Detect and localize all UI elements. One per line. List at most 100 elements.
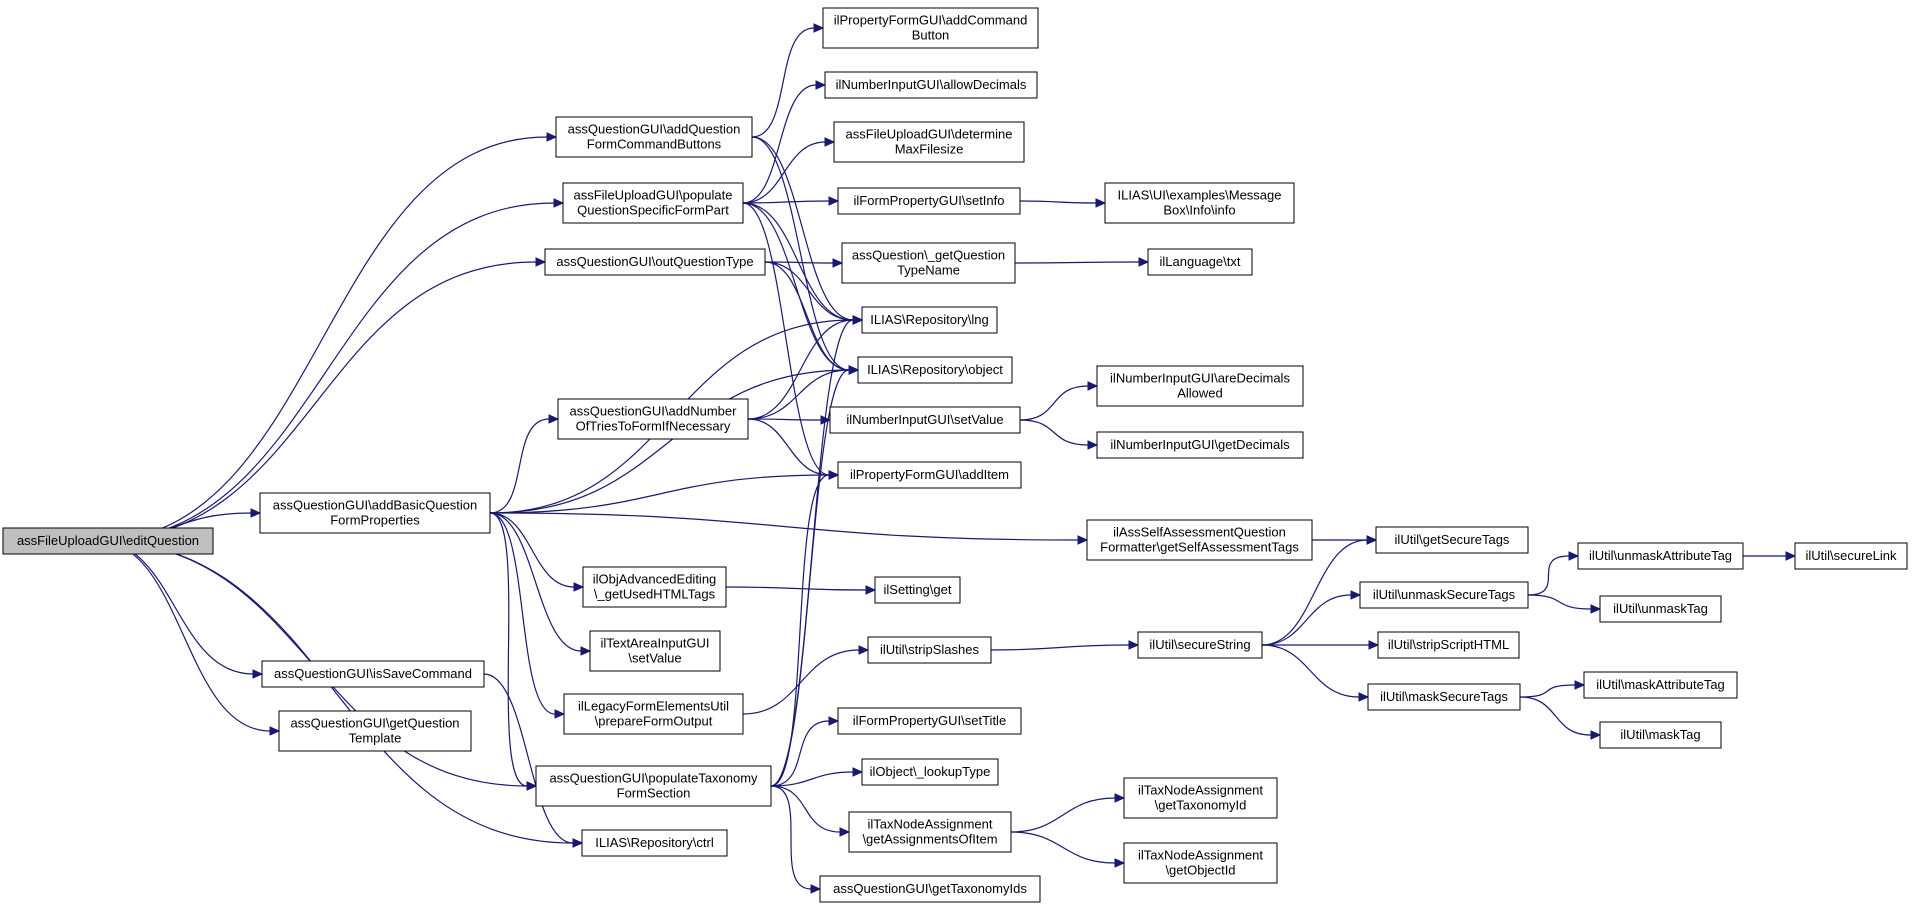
function-node[interactable]: ilNumberInputGUI\setValue <box>829 406 1021 434</box>
node-box <box>1096 431 1304 459</box>
function-node[interactable]: ilSetting\get <box>874 576 961 604</box>
call-edge <box>1261 644 1370 702</box>
call-edge <box>489 512 538 791</box>
node-label: ILIAS\Repository\lng <box>870 312 989 327</box>
function-node[interactable]: ilUtil\unmaskAttributeTag <box>1577 542 1744 570</box>
function-node[interactable]: ilTextAreaInputGUI\setValue <box>589 630 721 672</box>
node-box <box>824 71 1038 99</box>
function-node[interactable]: ilUtil\stripSlashes <box>867 636 992 664</box>
call-edge <box>751 23 825 138</box>
function-node[interactable]: ilObjAdvancedEditing\_getUsedHTMLTags <box>582 566 727 608</box>
node-label: FormCommandButtons <box>587 137 722 152</box>
node-label: ilFormPropertyGUI\setTitle <box>853 713 1006 728</box>
call-edge <box>1019 381 1099 421</box>
node-box <box>1375 526 1529 554</box>
function-node[interactable]: assQuestionGUI\getTaxonomyIds <box>819 875 1041 903</box>
node-label: ilLegacyFormElementsUtil <box>578 699 729 714</box>
function-node[interactable]: ilUtil\unmaskTag <box>1599 595 1722 623</box>
function-node[interactable]: ilUtil\stripScriptHTML <box>1377 631 1520 659</box>
node-label: ilLanguage\txt <box>1160 254 1241 269</box>
node-label: assQuestionGUI\outQuestionType <box>556 254 753 269</box>
function-node[interactable]: assFileUploadGUI\editQuestion <box>2 527 214 555</box>
call-edge <box>742 196 840 206</box>
node-box <box>1086 519 1313 561</box>
node-label: ILIAS\Repository\ctrl <box>595 835 714 850</box>
function-node[interactable]: assQuestionGUI\addNumberOfTriesToFormIfN… <box>557 398 749 440</box>
function-node[interactable]: assQuestionGUI\addBasicQuestionFormPrope… <box>259 492 491 534</box>
node-label: FormSection <box>617 786 691 801</box>
node-box <box>829 406 1021 434</box>
node-box <box>261 660 485 688</box>
node-box <box>837 187 1021 215</box>
function-node[interactable]: ilUtil\maskSecureTags <box>1367 683 1521 711</box>
function-node[interactable]: assQuestionGUI\outQuestionType <box>544 248 766 276</box>
node-box <box>581 829 728 857</box>
function-node[interactable]: ilUtil\secureLink <box>1794 542 1908 570</box>
function-node[interactable]: assFileUploadGUI\populateQuestionSpecifi… <box>562 182 744 224</box>
node-label: \setValue <box>628 651 681 666</box>
node-box <box>857 356 1013 384</box>
function-node[interactable]: ilLanguage\txt <box>1147 248 1253 276</box>
function-node[interactable]: ilFormPropertyGUI\setInfo <box>837 187 1021 215</box>
node-label: Allowed <box>1177 386 1223 401</box>
function-node[interactable]: ilUtil\maskTag <box>1599 721 1722 749</box>
function-node[interactable]: ilObject\_lookupType <box>861 758 999 786</box>
node-box <box>563 693 744 735</box>
node-label: assQuestion\_getQuestion <box>852 248 1005 263</box>
node-box <box>861 306 998 334</box>
node-label: Template <box>349 731 402 746</box>
call-edge <box>1014 257 1150 267</box>
function-node[interactable]: ILIAS\Repository\lng <box>861 306 998 334</box>
node-label: TypeName <box>897 263 960 278</box>
node-box <box>837 461 1022 489</box>
call-edge <box>97 540 281 736</box>
node-label: assFileUploadGUI\populate <box>574 188 733 203</box>
node-box <box>1599 721 1722 749</box>
function-node[interactable]: ILIAS\Repository\ctrl <box>581 829 728 857</box>
function-node[interactable]: ilAssSelfAssessmentQuestionFormatter\get… <box>1086 519 1313 561</box>
function-node[interactable]: ilLegacyFormElementsUtil\prepareFormOutp… <box>563 693 744 735</box>
function-node[interactable]: ilUtil\secureString <box>1137 631 1263 659</box>
call-edge <box>1261 590 1362 646</box>
node-label: ilTaxNodeAssignment <box>1138 848 1263 863</box>
node-box <box>278 710 472 752</box>
node-label: ilSetting\get <box>884 582 952 597</box>
node-box <box>1599 595 1722 623</box>
function-node[interactable]: ilTaxNodeAssignment\getAssignmentsOfItem <box>848 811 1012 853</box>
function-node[interactable]: ilUtil\unmaskSecureTags <box>1359 581 1529 609</box>
function-node[interactable]: ilUtil\getSecureTags <box>1375 526 1529 554</box>
node-label: ilNumberInputGUI\areDecimals <box>1110 371 1290 386</box>
node-box <box>833 121 1025 163</box>
node-label: \getAssignmentsOfItem <box>862 832 997 847</box>
function-node[interactable]: ILIAS\Repository\object <box>857 356 1013 384</box>
function-node[interactable]: ilTaxNodeAssignment\getObjectId <box>1123 842 1278 884</box>
function-node[interactable]: assQuestionGUI\populateTaxonomyFormSecti… <box>535 765 772 807</box>
node-label: assQuestionGUI\isSaveCommand <box>274 666 472 681</box>
call-edge <box>751 136 864 325</box>
call-edge <box>770 470 840 787</box>
node-box <box>867 636 992 664</box>
node-label: ilUtil\stripSlashes <box>880 642 979 657</box>
call-edge <box>97 540 264 679</box>
node-box <box>1137 631 1263 659</box>
node-box <box>861 758 999 786</box>
function-node[interactable]: ilFormPropertyGUI\setTitle <box>837 707 1022 735</box>
node-label: assQuestionGUI\addNumber <box>570 404 738 419</box>
function-node[interactable]: ilNumberInputGUI\getDecimals <box>1096 431 1304 459</box>
function-node[interactable]: ilNumberInputGUI\allowDecimals <box>824 71 1038 99</box>
node-label: FormProperties <box>330 513 420 528</box>
node-box <box>582 566 727 608</box>
function-node[interactable]: assQuestionGUI\addQuestionFormCommandBut… <box>555 116 753 158</box>
node-label: ilPropertyFormGUI\addItem <box>850 467 1009 482</box>
function-node[interactable]: ilTaxNodeAssignment\getTaxonomyId <box>1123 777 1278 819</box>
function-node[interactable]: ilPropertyFormGUI\addItem <box>837 461 1022 489</box>
function-node[interactable]: ilUtil\maskAttributeTag <box>1583 671 1738 699</box>
node-label: ilTaxNodeAssignment <box>1138 783 1263 798</box>
function-node[interactable]: assQuestionGUI\isSaveCommand <box>261 660 485 688</box>
